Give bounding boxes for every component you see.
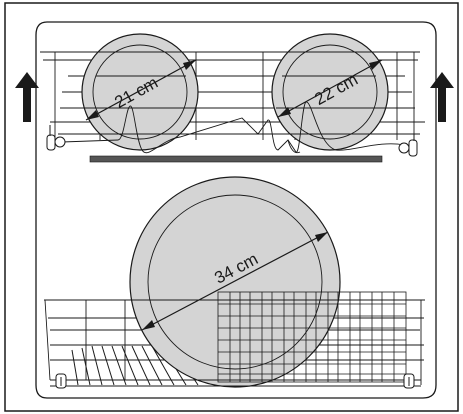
right-up-arrow-icon: [430, 72, 454, 122]
plate-upper-left: 21 cm: [81, 33, 199, 151]
cutlery-basket: [217, 291, 407, 383]
dishwasher-tub: [35, 21, 437, 399]
cutlery-tray-bar: [89, 155, 383, 163]
lower-rack-front-wires: [44, 299, 425, 387]
outer-frame: [4, 2, 459, 412]
upper-rack-rails: [46, 125, 418, 157]
upper-rack-front-wires: [40, 51, 420, 154]
left-up-arrow-icon: [15, 72, 39, 122]
plate-upper-right: 22 cm: [271, 33, 389, 151]
lower-rack-wheels: [55, 373, 415, 389]
plate-lower: 34 cm: [129, 176, 341, 388]
